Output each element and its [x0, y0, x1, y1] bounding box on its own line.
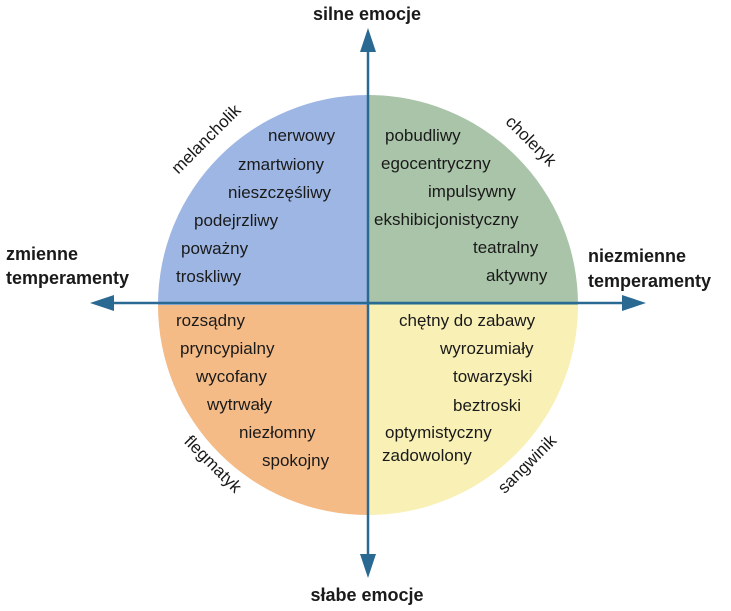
trait-item: optymistyczny	[385, 423, 492, 442]
trait-item: teatralny	[473, 238, 539, 257]
trait-item: chętny do zabawy	[399, 311, 536, 330]
quadrant-choleric	[368, 95, 578, 305]
axes	[90, 28, 646, 578]
axis-label-right-line1: niezmienne	[588, 246, 686, 266]
traits-phlegmatic: rozsądny pryncypialny wycofany wytrwały …	[176, 311, 330, 470]
arrow-right-icon	[622, 295, 646, 311]
quadrant-sanguine	[368, 305, 578, 515]
quadrant-phlegmatic	[158, 305, 368, 515]
arrow-up-icon	[360, 28, 376, 52]
axis-label-bottom: słabe emocje	[310, 585, 423, 605]
quadrant-melancholic	[158, 95, 368, 305]
trait-item: spokojny	[262, 451, 330, 470]
trait-item: egocentryczny	[381, 154, 491, 173]
trait-item: niezłomny	[239, 423, 316, 442]
trait-item: zmartwiony	[238, 155, 324, 174]
arrow-left-icon	[90, 295, 114, 311]
traits-sanguine: chętny do zabawy wyrozumiały towarzyski …	[382, 311, 536, 465]
trait-item: wycofany	[195, 367, 267, 386]
trait-item: towarzyski	[453, 367, 532, 386]
trait-item: pobudliwy	[385, 126, 461, 145]
trait-item: impulsywny	[428, 182, 516, 201]
trait-item: nieszczęśliwy	[228, 183, 331, 202]
trait-item: aktywny	[486, 266, 548, 285]
traits-melancholic: nerwowy zmartwiony nieszczęśliwy podejrz…	[176, 126, 336, 286]
trait-item: zadowolony	[382, 446, 472, 465]
trait-item: wyrozumiały	[439, 339, 534, 358]
trait-item: ekshibicjonistyczny	[374, 210, 519, 229]
axis-label-right-line2: temperamenty	[588, 271, 711, 291]
axis-label-top: silne emocje	[313, 4, 421, 24]
arrow-down-icon	[360, 554, 376, 578]
trait-item: rozsądny	[176, 311, 245, 330]
trait-item: nerwowy	[268, 126, 336, 145]
trait-item: troskliwy	[176, 267, 242, 286]
trait-item: pryncypialny	[180, 339, 275, 358]
axis-label-left-line2: temperamenty	[6, 268, 129, 288]
trait-item: beztroski	[453, 396, 521, 415]
traits-choleric: pobudliwy egocentryczny impulsywny ekshi…	[374, 126, 548, 285]
trait-item: wytrwały	[206, 395, 273, 414]
trait-item: podejrzliwy	[194, 211, 279, 230]
axis-label-left-line1: zmienne	[6, 244, 78, 264]
trait-item: poważny	[181, 239, 249, 258]
